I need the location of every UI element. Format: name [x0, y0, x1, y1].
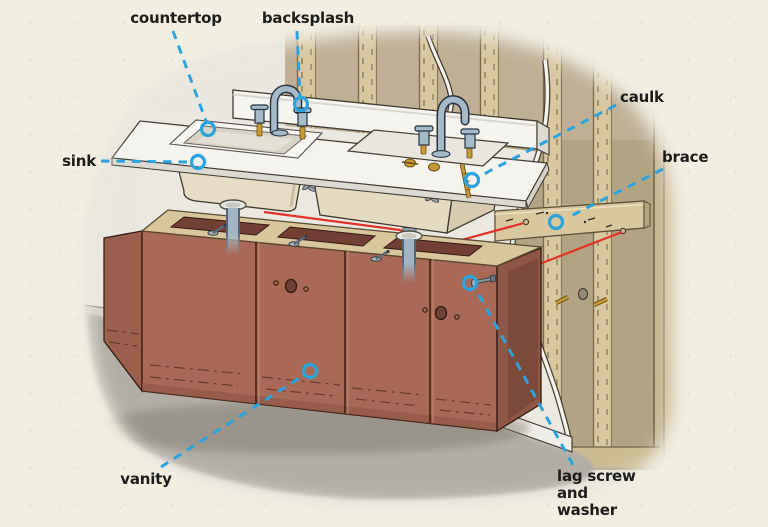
label-countertop: countertop	[130, 9, 222, 27]
backsplash-marker	[292, 95, 310, 113]
label-caulk: caulk	[620, 88, 664, 106]
lag-screw-marker	[461, 274, 479, 292]
leader-vanity	[160, 375, 302, 469]
label-lag-screw-washer: lag screw and washer	[557, 467, 636, 519]
leader-lag-screw	[476, 292, 575, 466]
leader-caulk	[481, 103, 617, 177]
leader-lines	[100, 30, 664, 469]
label-sink: sink	[62, 152, 96, 170]
drain-pipe-left	[226, 208, 240, 255]
wall-corner	[653, 38, 690, 473]
vanity-rail-screws	[207, 223, 390, 262]
leader-backsplash	[295, 30, 302, 97]
label-vanity: vanity	[120, 470, 172, 488]
label-backsplash: backsplash	[261, 9, 355, 27]
sink-marker	[189, 153, 207, 171]
faucet-right	[401, 95, 480, 199]
brace-marker	[547, 213, 565, 231]
leader-countertop	[171, 30, 208, 122]
caulk-marker	[463, 171, 481, 189]
leader-brace	[566, 167, 664, 220]
label-brace: brace	[662, 148, 709, 166]
vanity-door-seams	[255, 242, 434, 423]
callout-markers	[189, 95, 565, 380]
countertop-marker	[199, 120, 217, 138]
vanity-trim-lines	[106, 329, 492, 416]
brace-pencil-marks	[505, 211, 613, 228]
vanity-marker	[301, 362, 319, 380]
brace-screw-hole	[522, 218, 530, 226]
drain-pipe-right	[402, 239, 416, 283]
vanity-knob-holes	[273, 278, 460, 321]
wall-fasteners	[554, 287, 608, 308]
faucet-right-handles	[414, 125, 480, 149]
lag-screw-and-washer	[471, 274, 497, 288]
